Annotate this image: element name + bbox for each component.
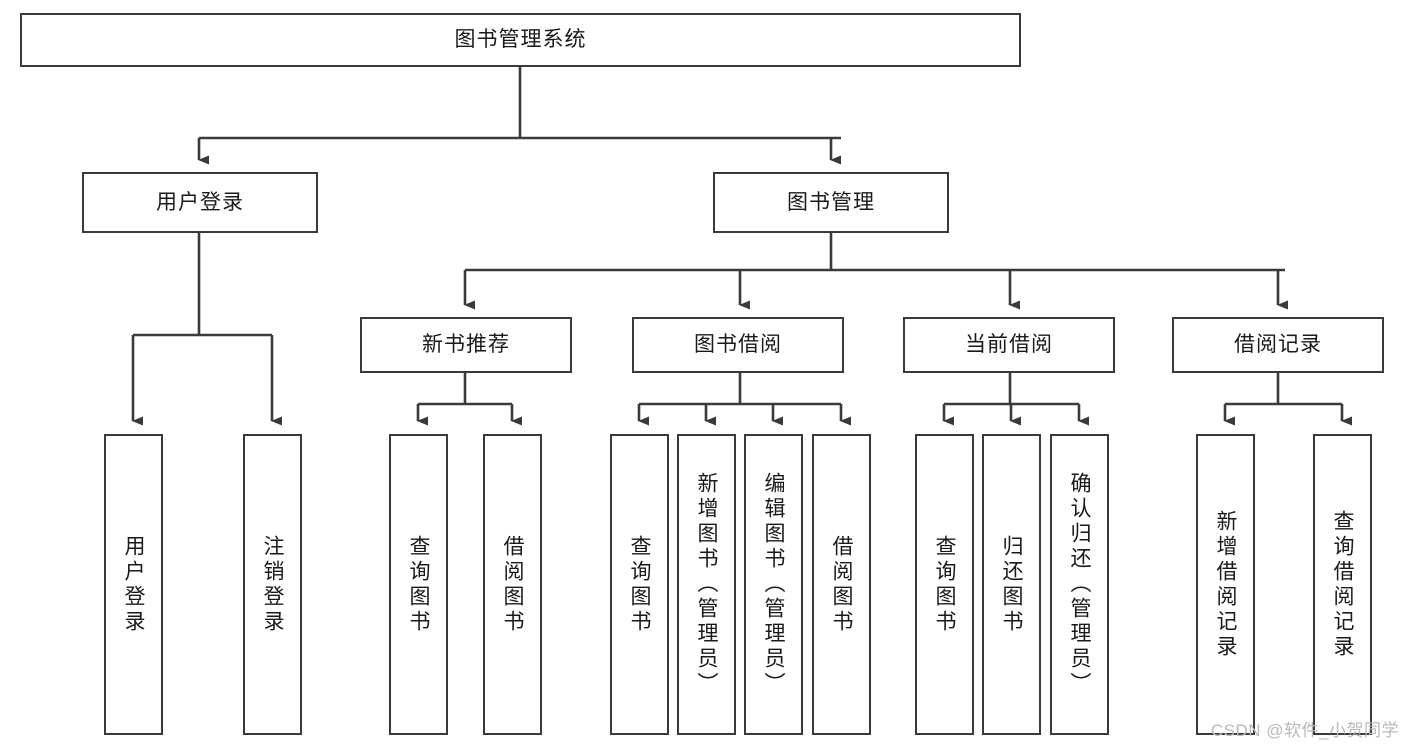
node-new-book-recommend[interactable]: 新书推荐 — [360, 317, 572, 373]
node-label: 新书推荐 — [422, 333, 510, 357]
node-label: 查询图书 — [628, 534, 651, 635]
node-label: 新增图书（管理员） — [695, 472, 718, 697]
node-leaf-query-book-3[interactable]: 查询图书 — [915, 434, 974, 735]
root-connectors — [197, 67, 841, 165]
node-leaf-logout[interactable]: 注销登录 — [243, 434, 302, 735]
node-label: 用户登录 — [156, 190, 244, 214]
book-borrow-connectors — [637, 373, 851, 426]
node-leaf-edit-book[interactable]: 编辑图书（管理员） — [744, 434, 803, 735]
user-login-connectors — [131, 233, 282, 426]
node-label: 图书借阅 — [694, 333, 782, 357]
borrow-record-connectors — [1223, 373, 1352, 426]
node-leaf-borrow-book-2[interactable]: 借阅图书 — [812, 434, 871, 735]
node-borrow-record[interactable]: 借阅记录 — [1172, 317, 1384, 373]
node-book-borrow[interactable]: 图书借阅 — [632, 317, 844, 373]
node-label: 当前借阅 — [965, 333, 1053, 357]
node-label: 用户登录 — [122, 534, 145, 635]
node-book-management[interactable]: 图书管理 — [713, 172, 949, 233]
node-label: 查询图书 — [407, 534, 430, 635]
node-label: 借阅图书 — [501, 534, 524, 635]
watermark-text: CSDN @软件_小贺同学 — [1210, 721, 1399, 740]
node-user-login[interactable]: 用户登录 — [82, 172, 318, 233]
node-leaf-query-book-2[interactable]: 查询图书 — [610, 434, 669, 735]
node-label: 查询图书 — [933, 534, 956, 635]
node-label: 新增借阅记录 — [1214, 509, 1237, 660]
node-leaf-query-book-1[interactable]: 查询图书 — [389, 434, 448, 735]
node-label: 图书管理 — [787, 190, 875, 214]
node-label: 图书管理系统 — [454, 28, 587, 52]
book-management-connectors — [463, 233, 1288, 310]
node-leaf-return-book[interactable]: 归还图书 — [982, 434, 1041, 735]
node-label: 借阅图书 — [830, 534, 853, 635]
node-leaf-user-login[interactable]: 用户登录 — [104, 434, 163, 735]
node-leaf-query-record[interactable]: 查询借阅记录 — [1313, 434, 1372, 735]
node-leaf-add-book[interactable]: 新增图书（管理员） — [677, 434, 736, 735]
node-leaf-add-record[interactable]: 新增借阅记录 — [1196, 434, 1255, 735]
node-label: 注销登录 — [261, 534, 284, 635]
current-borrow-connectors — [942, 373, 1089, 426]
node-leaf-borrow-book-1[interactable]: 借阅图书 — [483, 434, 542, 735]
node-label: 查询借阅记录 — [1331, 509, 1354, 660]
node-current-borrow[interactable]: 当前借阅 — [903, 317, 1115, 373]
node-leaf-confirm-return[interactable]: 确认归还（管理员） — [1050, 434, 1109, 735]
node-label: 借阅记录 — [1234, 333, 1322, 357]
node-label: 确认归还（管理员） — [1068, 472, 1091, 697]
new-book-recommend-connectors — [416, 373, 522, 426]
node-label: 归还图书 — [1000, 534, 1023, 635]
node-label: 编辑图书（管理员） — [762, 472, 785, 697]
node-root-book-management-system[interactable]: 图书管理系统 — [20, 13, 1021, 67]
